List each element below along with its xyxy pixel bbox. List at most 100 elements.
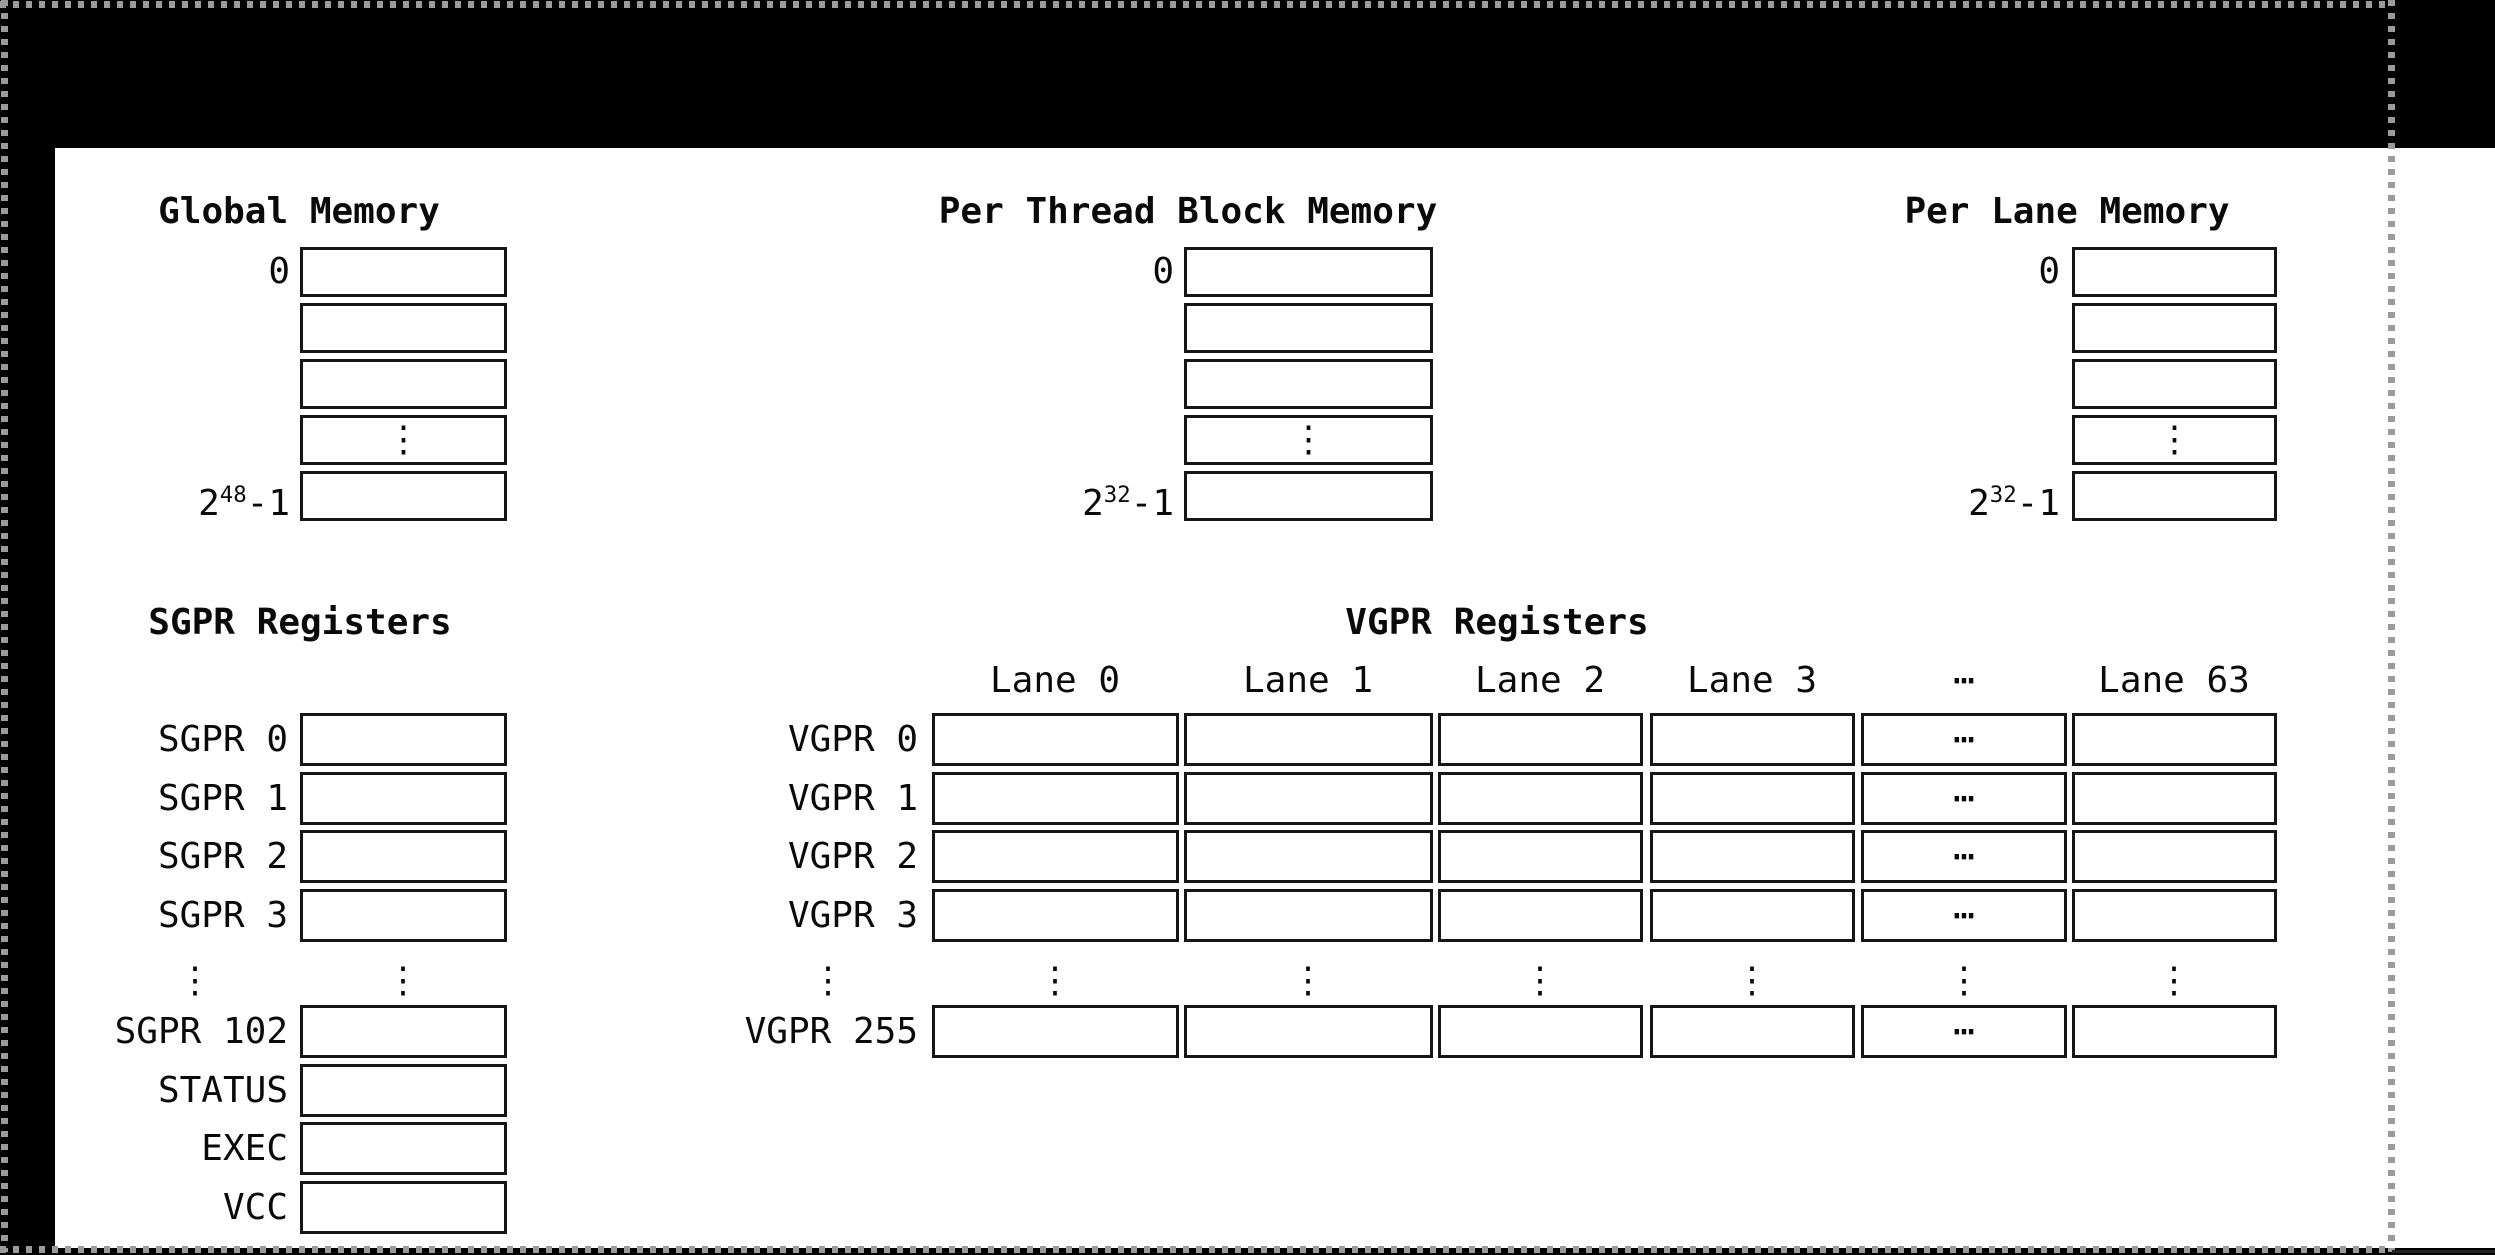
vgpr-ellipsis: ⋮ — [1290, 960, 1326, 1001]
sgpr-row-label: EXEC — [201, 1128, 288, 1169]
sgpr-cell — [300, 772, 507, 825]
per-lane-memory-title: Per Lane Memory — [1904, 191, 2230, 232]
vgpr-cell — [1438, 772, 1643, 825]
sgpr-cell — [300, 1122, 507, 1175]
sgpr-cell — [300, 1005, 507, 1058]
vgpr-cell — [1438, 830, 1643, 883]
addr-exponent: 48 — [219, 482, 247, 508]
addr-rest: -1 — [1130, 483, 1174, 524]
vgpr-cell — [1184, 772, 1433, 825]
sgpr-ellipsis: ⋮ — [177, 960, 213, 1001]
sgpr-cell — [300, 830, 507, 883]
sgpr-row-label: SGPR 1 — [157, 778, 288, 819]
vgpr-row-label: VGPR 2 — [787, 836, 918, 877]
addr-rest: -1 — [246, 483, 290, 524]
sgpr-row-label: SGPR 102 — [114, 1011, 288, 1052]
addr-exponent: 32 — [1989, 482, 2017, 508]
thread-block-memory-addr-first: 0 — [1152, 251, 1174, 292]
vgpr-cell — [1650, 830, 1855, 883]
per-lane-memory-addr-last: 232-1 — [1830, 474, 2060, 525]
sgpr-cell — [300, 1064, 507, 1117]
sgpr-row-label: VCC — [222, 1187, 288, 1228]
vgpr-cell — [1650, 713, 1855, 766]
memory-cell — [300, 359, 507, 409]
vgpr-cell-ellipsis: ⋯ — [1861, 830, 2067, 883]
memory-cell — [1184, 471, 1433, 521]
memory-cell — [2072, 303, 2277, 353]
sgpr-title: SGPR Registers — [148, 602, 452, 643]
vgpr-row-label: VGPR 255 — [744, 1011, 918, 1052]
per-lane-memory-addr-first: 0 — [2038, 251, 2060, 292]
sgpr-cell — [300, 889, 507, 942]
sgpr-ellipsis: ⋮ — [385, 960, 421, 1001]
lane-header: Lane 2 — [1474, 660, 1606, 701]
lane-header: Lane 0 — [989, 660, 1121, 701]
global-memory-addr-first: 0 — [268, 251, 290, 292]
global-memory-title: Global Memory — [158, 191, 440, 232]
vgpr-cell — [2072, 889, 2277, 942]
vgpr-cell — [1650, 889, 1855, 942]
sgpr-row-label: SGPR 0 — [157, 719, 288, 760]
vgpr-cell — [932, 1005, 1179, 1058]
thread-block-memory-addr-last: 232-1 — [944, 474, 1174, 525]
addr-base: 2 — [1968, 483, 1990, 524]
vgpr-row-label: VGPR 0 — [787, 719, 918, 760]
vgpr-cell — [1650, 1005, 1855, 1058]
memory-cell — [300, 247, 507, 297]
vgpr-ellipsis: ⋮ — [1037, 960, 1073, 1001]
vgpr-title: VGPR Registers — [1345, 602, 1649, 643]
memory-cell — [2072, 359, 2277, 409]
lane-header: Lane 3 — [1686, 660, 1818, 701]
vgpr-cell — [932, 772, 1179, 825]
vgpr-cell — [2072, 1005, 2277, 1058]
vgpr-cell — [1184, 889, 1433, 942]
vgpr-cell — [932, 889, 1179, 942]
selection-marquee-left[interactable] — [1, 0, 8, 1252]
vgpr-cell-ellipsis: ⋯ — [1861, 889, 2067, 942]
sgpr-row-label: SGPR 2 — [157, 836, 288, 877]
vgpr-cell — [2072, 830, 2277, 883]
selection-marquee-top[interactable] — [0, 1, 2392, 8]
vgpr-row-label: VGPR 1 — [787, 778, 918, 819]
vgpr-cell — [2072, 772, 2277, 825]
memory-cell-ellipsis: ⋮ — [1184, 415, 1433, 465]
vgpr-ellipsis: ⋮ — [1734, 960, 1770, 1001]
memory-cell — [1184, 303, 1433, 353]
memory-cell — [300, 303, 507, 353]
bottom-edge-line — [2392, 1250, 2495, 1253]
memory-cell-ellipsis: ⋮ — [300, 415, 507, 465]
vgpr-cell — [1438, 889, 1643, 942]
addr-base: 2 — [198, 483, 220, 524]
vgpr-row-label: VGPR 3 — [787, 895, 918, 936]
vgpr-cell — [1184, 1005, 1433, 1058]
selection-marquee-right[interactable] — [2388, 0, 2395, 1252]
vgpr-cell — [1184, 713, 1433, 766]
vgpr-cell — [1438, 1005, 1643, 1058]
vgpr-cell — [1650, 772, 1855, 825]
vgpr-cell-ellipsis: ⋯ — [1861, 1005, 2067, 1058]
sgpr-row-label: SGPR 3 — [157, 895, 288, 936]
addr-exponent: 32 — [1103, 482, 1131, 508]
memory-cell — [1184, 359, 1433, 409]
vgpr-cell — [932, 830, 1179, 883]
vgpr-ellipsis: ⋮ — [810, 960, 846, 1001]
vgpr-cell-ellipsis: ⋯ — [1861, 713, 2067, 766]
memory-cell — [1184, 247, 1433, 297]
addr-base: 2 — [1082, 483, 1104, 524]
vgpr-cell — [1184, 830, 1433, 883]
memory-cell — [2072, 247, 2277, 297]
selection-marquee-bottom[interactable] — [0, 1246, 2392, 1253]
vgpr-cell — [2072, 713, 2277, 766]
sgpr-cell — [300, 713, 507, 766]
lane-header: Lane 63 — [2098, 660, 2250, 701]
memory-cell-ellipsis: ⋮ — [2072, 415, 2277, 465]
global-memory-addr-last: 248-1 — [60, 474, 290, 525]
addr-rest: -1 — [2016, 483, 2060, 524]
vgpr-cell-ellipsis: ⋯ — [1861, 772, 2067, 825]
vgpr-cell — [1438, 713, 1643, 766]
vgpr-cell — [932, 713, 1179, 766]
sgpr-cell — [300, 1181, 507, 1234]
thread-block-memory-title: Per Thread Block Memory — [938, 191, 1438, 232]
vgpr-ellipsis: ⋮ — [1522, 960, 1558, 1001]
